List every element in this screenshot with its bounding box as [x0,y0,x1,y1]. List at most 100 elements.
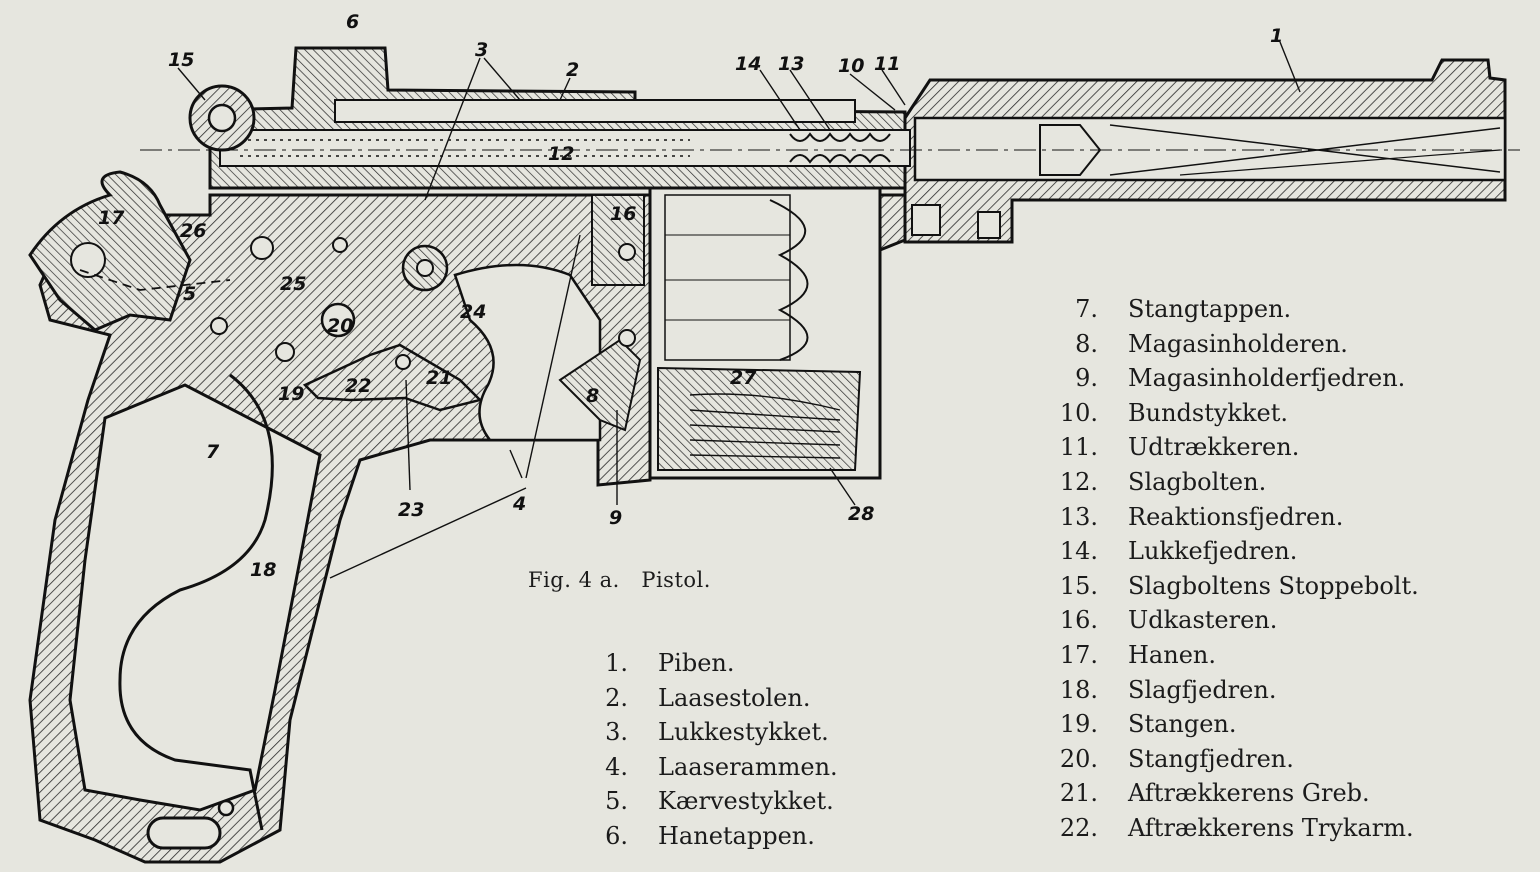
legend-number: 5. [605,787,628,816]
legend-label: Hanetappen. [658,821,815,850]
callout-3: 3 [475,39,488,61]
legend-number: 3. [605,718,628,747]
callout-12: 12 [548,143,574,165]
legend-number: 1. [605,649,628,677]
callout-24: 24 [460,301,486,323]
legend-number: 6. [605,821,628,850]
legend-item: 15. Slagboltens Stoppebolt. [1040,569,1419,604]
callout-27: 27 [730,367,757,389]
legend-number: 9. [1075,364,1098,393]
callout-14: 14 [735,53,761,75]
legend-label: Piben. [658,649,735,677]
legend-item: 7.Stangtappen. [1040,292,1419,327]
callout-5: 5 [183,283,196,305]
callout-25: 25 [280,273,306,295]
legend-number: 21. [1059,779,1098,808]
leader-lines [177,41,1301,579]
legend-number: 16. [1059,606,1098,635]
legend-number: 10. [1059,398,1098,427]
legend-item: 17. Hanen. [1040,638,1419,673]
callout-11: 11 [874,53,900,75]
legend-right: 7.Stangtappen. 8. Magasinholderen. 9. Maga… [1040,292,1419,846]
legend-label: Stangfjedren. [1128,744,1294,773]
legend-label: Magasinholderen. [1128,329,1348,358]
legend-number: 14. [1059,537,1098,566]
callout-4: 4 [512,493,526,515]
legend-label: Laasestolen. [658,683,811,712]
legend-label: Aftrækkerens Greb. [1128,779,1370,808]
legend-label: Aftrækkerens Trykarm. [1128,813,1414,842]
legend-label: Laaserammen. [658,752,838,781]
legend-item: 9. Magasinholderfjedren. [1040,361,1419,396]
callout-23: 23 [398,499,424,521]
legend-item: 1. Piben. [590,646,838,681]
callout-1: 1 [1270,25,1283,47]
legend-label: Udkasteren. [1128,606,1278,635]
legend-number: 2. [605,683,628,712]
legend-number: 20. [1059,744,1098,773]
legend-item: 22. Aftrækkerens Trykarm. [1040,811,1419,846]
callout-20: 20 [327,315,353,337]
legend-item: 2. Laasestolen. [590,681,838,716]
callout-2: 2 [566,59,579,81]
legend-item: 19. Stangen. [1040,707,1419,742]
legend-number: 7. [1075,295,1098,323]
legend-item: 21. Aftrækkerens Greb. [1040,776,1419,811]
legend-label: Slagfjedren. [1128,675,1277,704]
legend-number: 12. [1059,467,1098,496]
callout-15: 15 [168,49,194,71]
receiver [188,46,911,190]
legend-label: Udtrækkeren. [1128,433,1300,462]
legend-number: 17. [1059,640,1098,669]
legend-item: 10. Bundstykket. [1040,396,1419,431]
legend-number: 8. [1075,329,1098,358]
barrel [903,58,1507,244]
legend-label: Magasinholderfjedren. [1128,364,1406,393]
legend-number: 19. [1059,710,1098,739]
legend-item: 4. Laaserammen. [590,750,838,785]
legend-item: 13.Reaktionsfjedren. [1040,500,1419,535]
callout-28: 28 [848,503,874,525]
callout-26: 26 [180,220,206,242]
callout-10: 10 [838,55,864,77]
legend-label: Hanen. [1128,640,1216,669]
legend-number: 13. [1059,502,1098,531]
callout-18: 18 [250,559,276,581]
legend-left: 1.Piben. 2.Laasestolen. 3.Lukkestykket. … [590,646,838,854]
figure-caption: Fig. 4 a. Pistol. [528,568,711,592]
legend-number: 4. [605,752,628,781]
callout-16: 16 [610,203,636,225]
legend-item: 11. Udtrækkeren. [1040,430,1419,465]
callout-13: 13 [778,53,804,75]
legend-item: 12. Slagbolten. [1040,465,1419,500]
legend-label: Kærvestykket. [658,787,834,816]
callout-17: 17 [98,207,125,229]
legend-item: 16. Udkasteren. [1040,603,1419,638]
legend-item: 18. Slagfjedren. [1040,673,1419,708]
trigger-linkage [210,236,636,412]
legend-item: 20. Stangfjedren. [1040,742,1419,777]
frame-and-grip [28,186,907,864]
callout-8: 8 [586,385,599,407]
legend-number: 18. [1059,675,1098,704]
legend-label: Slagbolten. [1128,467,1267,496]
callout-21: 21 [426,367,452,389]
callout-9: 9 [609,507,622,529]
legend-item: 3. Lukkestykket. [590,715,838,750]
callout-19: 19 [278,383,304,405]
hammer [28,170,231,332]
legend-number: 22. [1059,813,1098,842]
legend-item: 8. Magasinholderen. [1040,327,1419,362]
legend-label: Lukkestykket. [658,718,829,747]
callout-labels: 1 2 3 4 5 6 7 8 9 10 11 12 13 14 15 16 1… [98,11,1283,581]
legend-number: 11. [1059,433,1098,462]
legend-item: 14.Lukkefjedren. [1040,534,1419,569]
legend-label: Stangen. [1128,710,1237,739]
callout-7: 7 [206,441,220,463]
legend-label: Slagboltens Stoppebolt. [1128,571,1419,600]
legend-number: 15. [1059,571,1098,600]
legend-label: Bundstykket. [1128,398,1288,427]
legend-item: 6. Hanetappen. [590,819,838,854]
